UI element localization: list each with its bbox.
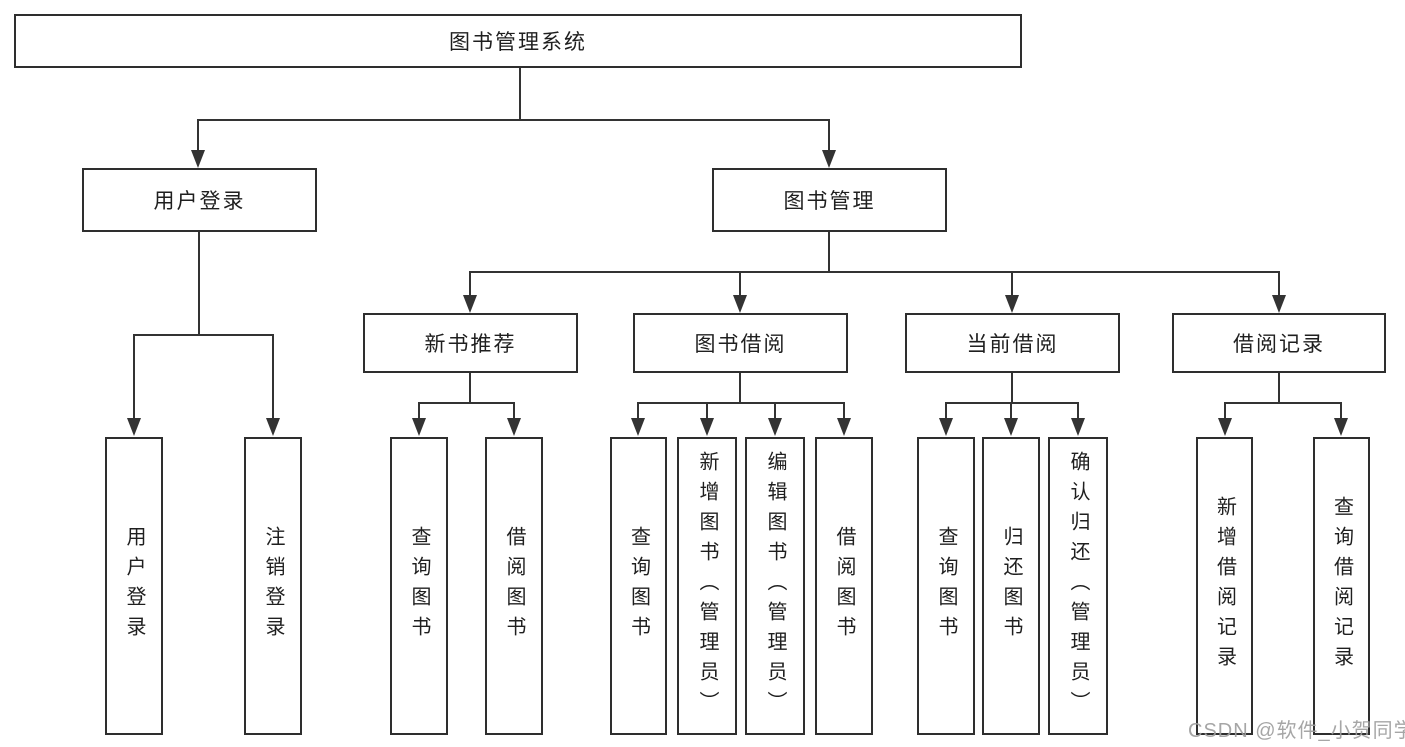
- node-label: 新增图书（管理员）: [696, 451, 718, 721]
- leaf-query-books-recommend: 查询图书: [390, 437, 448, 735]
- connector-vertical: [739, 373, 741, 404]
- node-label: 查询借阅记录: [1330, 496, 1353, 676]
- node-label: 用户登录: [153, 190, 246, 213]
- arrow-down-icon: [732, 271, 747, 313]
- connector-vertical: [828, 232, 830, 272]
- node-borrowing-records: 借阅记录: [1172, 313, 1386, 373]
- node-label: 用户登录: [123, 526, 145, 646]
- connector-horizontal: [1224, 402, 1342, 404]
- leaf-add-book-admin: 新增图书（管理员）: [677, 437, 737, 735]
- csdn-watermark: CSDN @软件_小贺同学: [1188, 720, 1405, 742]
- node-new-book-recommendation: 新书推荐: [363, 313, 578, 373]
- arrow-down-icon: [190, 119, 205, 168]
- arrow-down-icon: [836, 402, 851, 436]
- leaf-query-borrow-record: 查询借阅记录: [1313, 437, 1370, 735]
- arrow-down-icon: [821, 119, 836, 168]
- node-label: 归还图书: [1000, 526, 1022, 646]
- arrow-down-icon: [1004, 271, 1019, 313]
- node-label: 图书管理: [783, 190, 876, 213]
- arrow-down-icon: [630, 402, 645, 436]
- arrow-down-icon: [1003, 402, 1018, 436]
- connector-vertical: [469, 373, 471, 404]
- node-label: 借阅图书: [503, 526, 525, 646]
- leaf-logout: 注销登录: [244, 437, 302, 735]
- node-user-login: 用户登录: [82, 168, 317, 232]
- node-book-borrowing: 图书借阅: [633, 313, 848, 373]
- arrow-down-icon: [1070, 402, 1085, 436]
- arrow-down-icon: [126, 334, 141, 436]
- leaf-query-books-current: 查询图书: [917, 437, 975, 735]
- arrow-down-icon: [767, 402, 782, 436]
- arrow-down-icon: [938, 402, 953, 436]
- leaf-confirm-return-admin: 确认归还（管理员）: [1048, 437, 1108, 735]
- leaf-return-book: 归还图书: [982, 437, 1040, 735]
- node-label: 查询图书: [408, 526, 430, 646]
- connector-vertical: [198, 232, 200, 335]
- node-current-borrowing: 当前借阅: [905, 313, 1120, 373]
- connector-horizontal: [469, 271, 1280, 273]
- connector-horizontal: [133, 334, 274, 336]
- node-label: 查询图书: [627, 526, 650, 646]
- arrow-down-icon: [1271, 271, 1286, 313]
- connector-horizontal: [418, 402, 515, 404]
- node-label: 确认归还（管理员）: [1067, 451, 1089, 721]
- arrow-down-icon: [462, 271, 477, 313]
- node-label: 注销登录: [262, 526, 284, 646]
- node-label: 编辑图书（管理员）: [764, 451, 786, 721]
- arrow-down-icon: [1333, 402, 1348, 436]
- connector-vertical: [519, 68, 521, 120]
- leaf-user-login: 用户登录: [105, 437, 163, 735]
- arrow-down-icon: [506, 402, 521, 436]
- node-label: 图书管理系统: [449, 31, 587, 54]
- node-label: 新书推荐: [424, 333, 517, 356]
- node-book-management: 图书管理: [712, 168, 947, 232]
- arrow-down-icon: [411, 402, 426, 436]
- leaf-query-books-borrowing: 查询图书: [610, 437, 667, 735]
- connector-vertical: [1278, 373, 1280, 404]
- connector-horizontal: [945, 402, 1079, 404]
- leaf-borrow-books-recommend: 借阅图书: [485, 437, 543, 735]
- leaf-edit-book-admin: 编辑图书（管理员）: [745, 437, 805, 735]
- arrow-down-icon: [699, 402, 714, 436]
- node-label: 新增借阅记录: [1213, 496, 1236, 676]
- arrow-down-icon: [265, 334, 280, 436]
- connector-horizontal: [197, 119, 830, 121]
- node-book-management-system: 图书管理系统: [14, 14, 1022, 68]
- arrow-down-icon: [1217, 402, 1232, 436]
- connector-vertical: [1011, 373, 1013, 404]
- node-label: 查询图书: [935, 526, 957, 646]
- node-label: 借阅记录: [1233, 333, 1325, 356]
- connector-horizontal: [637, 402, 845, 404]
- node-label: 图书借阅: [694, 333, 787, 356]
- node-label: 当前借阅: [966, 333, 1059, 356]
- node-label: 借阅图书: [833, 526, 855, 646]
- leaf-add-borrow-record: 新增借阅记录: [1196, 437, 1253, 735]
- leaf-borrow-books-borrowing: 借阅图书: [815, 437, 873, 735]
